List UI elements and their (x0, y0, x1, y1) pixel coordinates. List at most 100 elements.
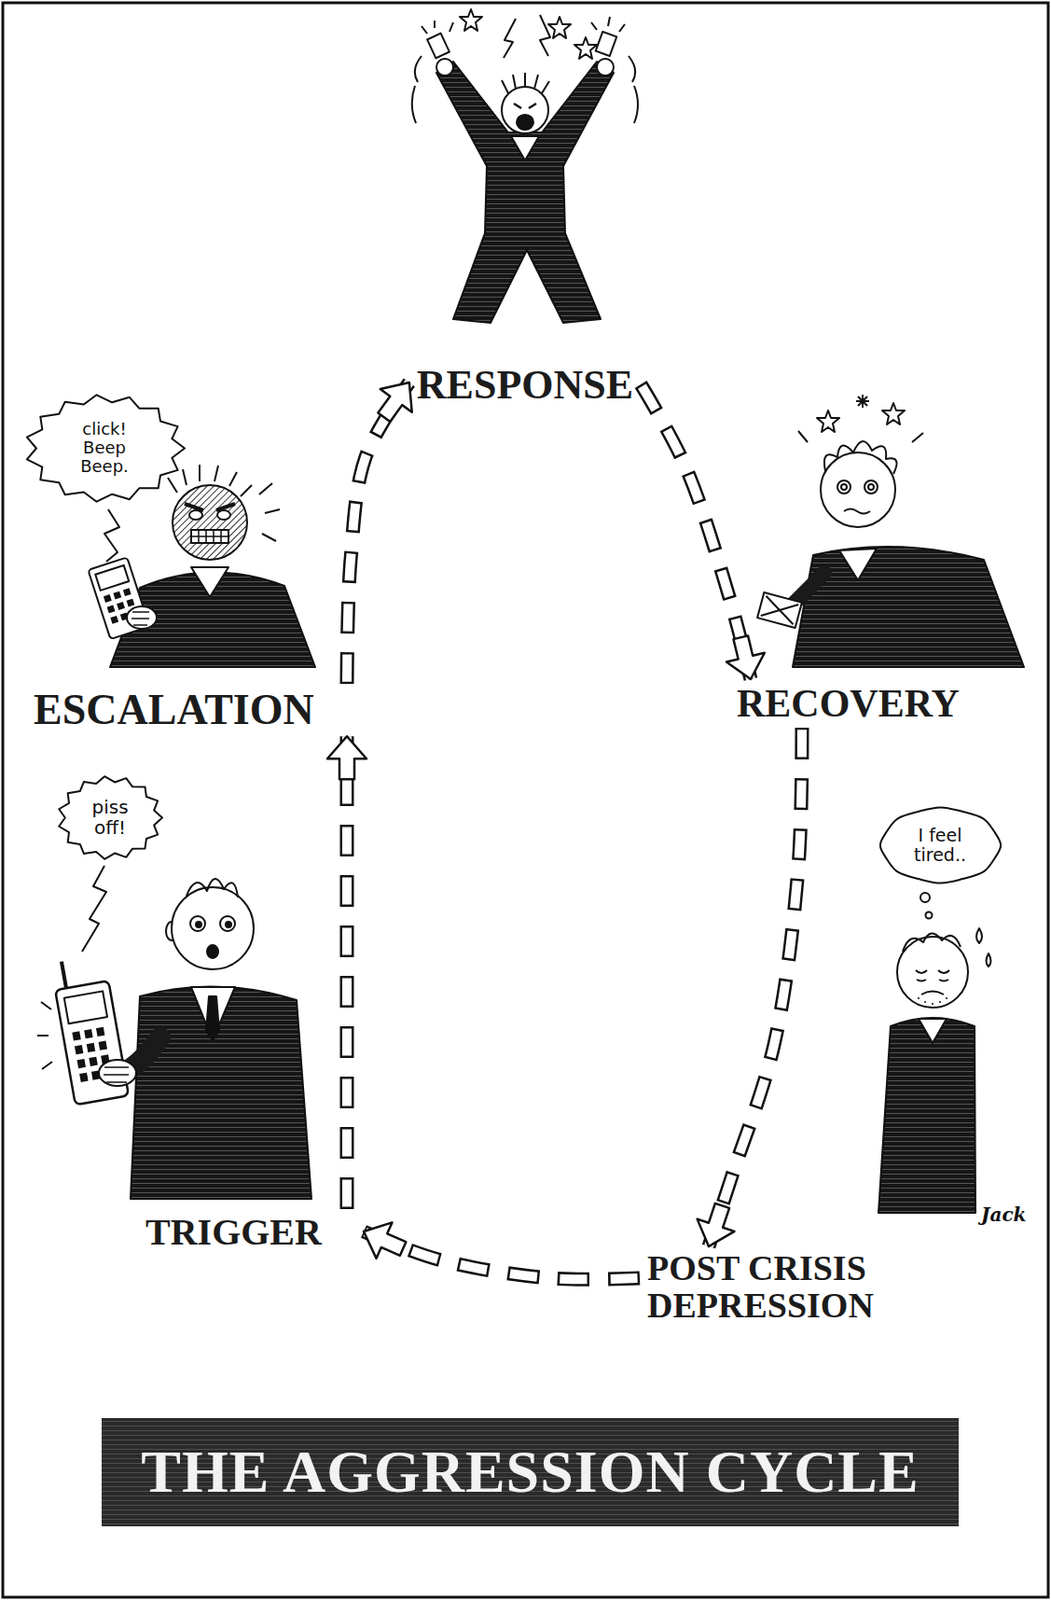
trigger-figure-part (50, 954, 129, 1106)
response-figure-part (436, 61, 614, 323)
cycle-arrow (346, 382, 410, 684)
trigger-figure-part-part (83, 1028, 93, 1038)
stage-name: RECOVERY (736, 682, 960, 724)
trigger-figure-part (191, 986, 236, 1040)
recovery-figure-part (841, 484, 847, 490)
depression-figure-part (921, 991, 944, 996)
speech-text: piss off! (84, 796, 137, 838)
recovery-figure-part (837, 480, 851, 494)
escalation-figure-part (172, 484, 248, 560)
artist-signature: Jack (981, 1203, 1026, 1226)
response-figure-part (501, 72, 550, 94)
trigger-figure (37, 865, 312, 1199)
recovery-figure-part (792, 546, 1024, 667)
escalation-figure-part (191, 529, 229, 543)
response-figure-part (421, 20, 454, 34)
response-figure-part (511, 136, 540, 161)
depression-figure-part (976, 927, 982, 943)
recovery-figure (757, 394, 1024, 667)
arrow-outline (340, 735, 355, 1209)
trigger-figure-part (190, 915, 206, 931)
recovery-figure-part (757, 592, 803, 628)
response-figure-part (427, 33, 450, 59)
speech-bubble: click! Beep Beep. (22, 391, 188, 505)
depression-figure-part (878, 1017, 976, 1213)
response-figure-part (596, 58, 614, 76)
recovery-figure-part (824, 441, 898, 474)
trigger-figure-part-part (77, 1058, 86, 1068)
trigger-figure-part (225, 921, 232, 927)
trigger-figure-part-part (64, 990, 108, 1024)
trigger-figure-part-part (98, 1040, 108, 1051)
arrow-head (708, 727, 803, 1246)
artist-signature: Jack (981, 1203, 1026, 1226)
cycle-arrow (363, 1230, 640, 1279)
stage-name: RESPONSE (416, 363, 634, 407)
recovery-figure-part (798, 430, 924, 443)
bubble-outline (879, 806, 1000, 883)
escalation-figure-part-part (116, 601, 125, 610)
response-figure-part (459, 9, 483, 31)
escalation-figure-part (126, 606, 157, 629)
trigger-figure-part (37, 1001, 53, 1069)
escalation-figure-part (104, 509, 120, 562)
trigger-figure-part-part (88, 1056, 97, 1066)
recovery-figure-part (839, 548, 877, 581)
trigger-figure-part-part (71, 1030, 81, 1040)
response-figure-part (513, 103, 537, 109)
escalation-figure-part-part (107, 604, 116, 613)
depression-figure-part (917, 996, 920, 999)
cycle-arrow (708, 727, 803, 1246)
recovery-figure-part (882, 402, 905, 425)
response-figure-part (595, 31, 618, 56)
cycle-arrow (346, 735, 348, 1209)
response-figure-part (591, 16, 625, 32)
response-figure-part (516, 114, 534, 130)
speech-text: I feel tired.. (907, 825, 973, 865)
trigger-figure-part-part (86, 1042, 96, 1052)
arrow-fill (342, 735, 352, 1209)
depression-figure-part (924, 1000, 927, 1003)
arrow-outline (708, 727, 803, 1246)
escalation-figure-part-part (95, 565, 129, 591)
escalation-figure-part (191, 566, 229, 597)
title-text: THE AGGRESSION CYCLE (140, 1437, 919, 1507)
depression-figure-part (897, 936, 969, 1008)
stage-name: TRIGGER (145, 1212, 322, 1252)
escalation-figure-part-part (126, 598, 136, 608)
recovery-figure-part (843, 509, 871, 514)
recovery-figure-part (856, 394, 870, 408)
arrow-fill (346, 382, 410, 684)
trigger-figure-part (220, 915, 236, 931)
response-figure-part (574, 37, 597, 59)
title-banner (101, 1417, 959, 1526)
arrow-outline (640, 384, 751, 679)
escalation-figure-part (191, 529, 229, 543)
trigger-figure-part (195, 921, 202, 927)
depression-figure (878, 892, 992, 1213)
trigger-figure-part (206, 995, 220, 1040)
recovery-figure-part (868, 484, 874, 490)
escalation-figure-part-part (110, 615, 119, 624)
arrow-head (346, 735, 348, 1209)
trigger-figure-part (98, 1059, 137, 1086)
arrow-fill (640, 384, 751, 679)
recovery-figure-part-part (757, 592, 803, 628)
depression-figure-part (945, 996, 948, 999)
escalation-figure-part (131, 611, 150, 625)
trigger-figure-part (130, 985, 312, 1199)
arrow-head (363, 1230, 640, 1279)
response-figure (412, 9, 638, 323)
response-figure-part (548, 16, 571, 39)
escalation-figure-part (259, 483, 280, 541)
arrow-outline (363, 1230, 640, 1279)
depression-figure-part (920, 892, 930, 902)
response-figure-part (503, 18, 516, 58)
response-figure-part (501, 86, 549, 134)
stage-name: POST CRISIS DEPRESSION (647, 1249, 899, 1325)
trigger-figure-part (186, 878, 238, 898)
title-banner: THE AGGRESSION CYCLE (101, 1417, 959, 1526)
depression-figure-part (986, 953, 992, 967)
escalation-figure-part (217, 510, 231, 520)
